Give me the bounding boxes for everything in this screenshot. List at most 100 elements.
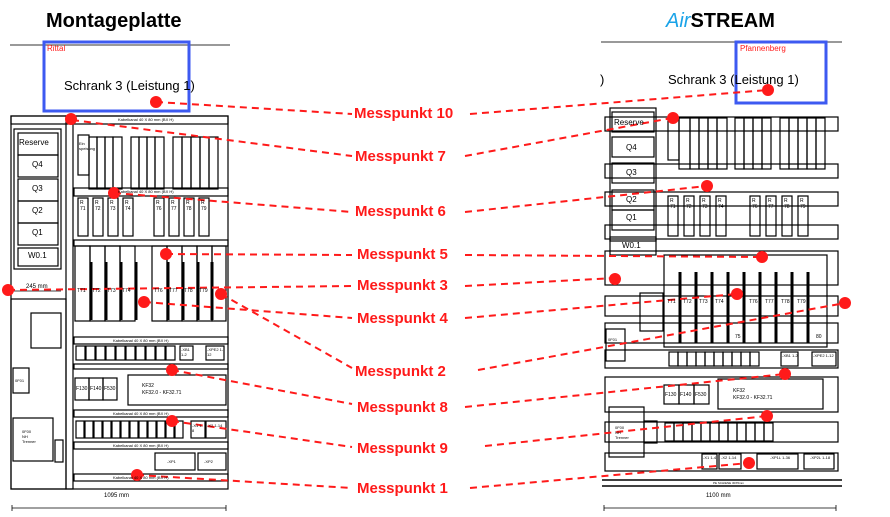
cabinet-shape <box>156 420 166 439</box>
cabinet-shape <box>10 298 67 490</box>
right-terminal-x1: -X1 1-4 <box>703 455 717 460</box>
cabinet-shape <box>678 117 691 170</box>
cabinet-shape <box>761 117 772 170</box>
cabinet-shape <box>127 374 227 406</box>
connector-left-7 <box>71 119 353 157</box>
left-relay: R77 <box>171 200 177 212</box>
left-transformer-outlines <box>74 245 227 322</box>
cabinet-shape <box>668 351 679 367</box>
right-terminal-xpe2: -XPE2 1-12 <box>813 353 834 358</box>
cabinet-shape <box>815 117 826 170</box>
dot-left-8 <box>166 364 178 376</box>
cabinet-shape <box>604 191 839 207</box>
cabinet-shape <box>10 115 229 125</box>
cabinet-shape <box>788 117 799 170</box>
cabinet-shape <box>12 417 54 462</box>
cabinet-shape <box>604 116 839 132</box>
right-switch-line: 0F00 <box>615 425 625 430</box>
left-col-q2: Q2 <box>32 206 43 215</box>
label-messpunkt-8: Messpunkt 8 <box>357 399 448 416</box>
right-transformer: T73 <box>699 299 708 305</box>
dot-left-10 <box>150 96 162 108</box>
left-transformer: T76 <box>154 288 163 294</box>
label-messpunkt-2: Messpunkt 2 <box>355 363 446 380</box>
right-kf-range: KF32.0 - KF32.71 <box>733 395 773 401</box>
cabinet-shape <box>765 195 777 237</box>
cabinet-shape <box>754 422 765 442</box>
left-title: Montageplatte <box>46 10 182 32</box>
cabinet-shape <box>731 351 742 367</box>
left-duct-label-6: Kabelkanal 40 X 80 mm (BX H) <box>113 475 169 480</box>
connector-lines <box>7 89 846 489</box>
left-fuse: F140 <box>90 386 102 392</box>
cabinet-shape <box>102 420 112 439</box>
label-messpunkt-4: Messpunkt 4 <box>357 310 448 327</box>
connector-left-8 <box>171 369 353 405</box>
shape-group <box>89 262 214 320</box>
dot-right-4 <box>731 288 743 300</box>
cabinet-shape <box>699 195 711 237</box>
connector-left-6 <box>113 192 353 213</box>
cabinet-shape <box>146 136 156 190</box>
cabinet-shape <box>745 422 756 442</box>
cabinet-shape <box>734 117 745 170</box>
right-cut-paren: ) <box>600 72 605 87</box>
cabinet-shape <box>179 345 194 361</box>
cabinet-shape <box>667 117 680 161</box>
left-duct-label-2: Kabelkanal 40 X 80 mm (BX H) <box>118 189 174 194</box>
left-highlight-frame <box>42 40 191 113</box>
left-relay: R78 <box>186 200 192 212</box>
cabinet-shape <box>604 349 839 369</box>
right-transformer: T76 <box>749 299 758 305</box>
cabinet-shape <box>749 351 760 367</box>
left-terminal-xb1: -XB1 1-2 <box>181 347 190 357</box>
cabinet-shape <box>713 351 724 367</box>
right-terminal-xp2l: -XP2L 1-18 <box>810 455 831 460</box>
cabinet-shape <box>683 195 695 237</box>
right-lower-terminal-row <box>664 422 774 442</box>
right-col-q4: Q4 <box>626 143 637 152</box>
right-brand: Pfannenberg <box>740 44 786 53</box>
cabinet-shape <box>138 420 148 439</box>
right-terminal-x2: -X2 1-14 <box>721 455 737 460</box>
left-fuse-0f01: 0F01 <box>15 378 25 383</box>
left-relay: R74 <box>125 200 131 212</box>
label-messpunkt-1: Messpunkt 1 <box>357 480 448 497</box>
left-col-q4: Q4 <box>32 160 43 169</box>
cabinet-shape <box>727 422 738 442</box>
cabinet-shape <box>125 345 136 361</box>
cabinet-shape <box>752 117 763 170</box>
right-transformer: T79 <box>797 299 806 305</box>
left-terminal-x2: -X2 1-14 <box>207 423 223 428</box>
cabinet-shape <box>74 245 91 322</box>
left-brand: Rittal <box>47 44 66 53</box>
cabinet-shape <box>190 136 201 190</box>
connector-left-5 <box>165 253 353 256</box>
cabinet-shape <box>95 345 106 361</box>
right-terminal-xp1l: -XP1L 1-36 <box>770 455 791 460</box>
cabinet-shape <box>704 351 715 367</box>
dot-right-10 <box>762 84 774 96</box>
cabinet-shape <box>605 328 626 362</box>
cabinet-shape <box>172 136 183 190</box>
right-switch-line: NH <box>615 430 621 435</box>
dot-left-1 <box>131 469 143 481</box>
cabinet-shape <box>190 420 206 439</box>
dot-left-7 <box>65 113 77 125</box>
left-transformer: T72 <box>92 288 101 294</box>
left-cabinet-label: Schrank 3 (Leistung 1) <box>64 78 195 93</box>
cabinet-shape <box>88 136 98 190</box>
left-transformer: T78 <box>184 288 193 294</box>
dot-right-8 <box>779 368 791 380</box>
cabinet-shape <box>604 452 839 472</box>
right-transformer: T77 <box>765 299 774 305</box>
cabinet-shape <box>611 136 655 158</box>
cabinet-shape <box>780 351 799 367</box>
cabinet-shape <box>701 453 718 470</box>
cabinet-shape <box>811 351 837 367</box>
connector-left-2 <box>220 293 353 369</box>
left-kf-title: KF32 <box>142 383 154 389</box>
cabinet-shape <box>736 422 747 442</box>
